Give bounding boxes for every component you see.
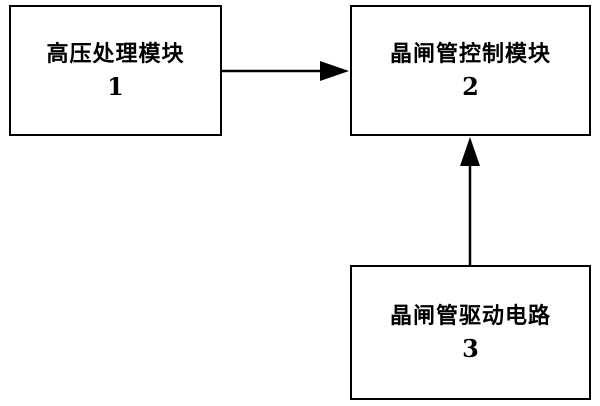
- arrow-3-to-2-head: [460, 137, 480, 166]
- block-2-label: 晶闸管控制模块: [389, 41, 551, 67]
- thyristor-drive-circuit-box: 晶闸管驱动电路 3: [350, 265, 591, 400]
- arrow-1-to-2-head: [320, 61, 349, 81]
- high-voltage-processing-module-box: 高压处理模块 1: [9, 5, 222, 136]
- block-3-label: 晶闸管驱动电路: [389, 303, 551, 329]
- thyristor-control-module-box: 晶闸管控制模块 2: [350, 5, 591, 136]
- block-1-label: 高压处理模块: [46, 41, 185, 67]
- block-2-number: 2: [462, 71, 479, 101]
- block-1-number: 1: [107, 71, 124, 101]
- block-3-number: 3: [462, 333, 479, 363]
